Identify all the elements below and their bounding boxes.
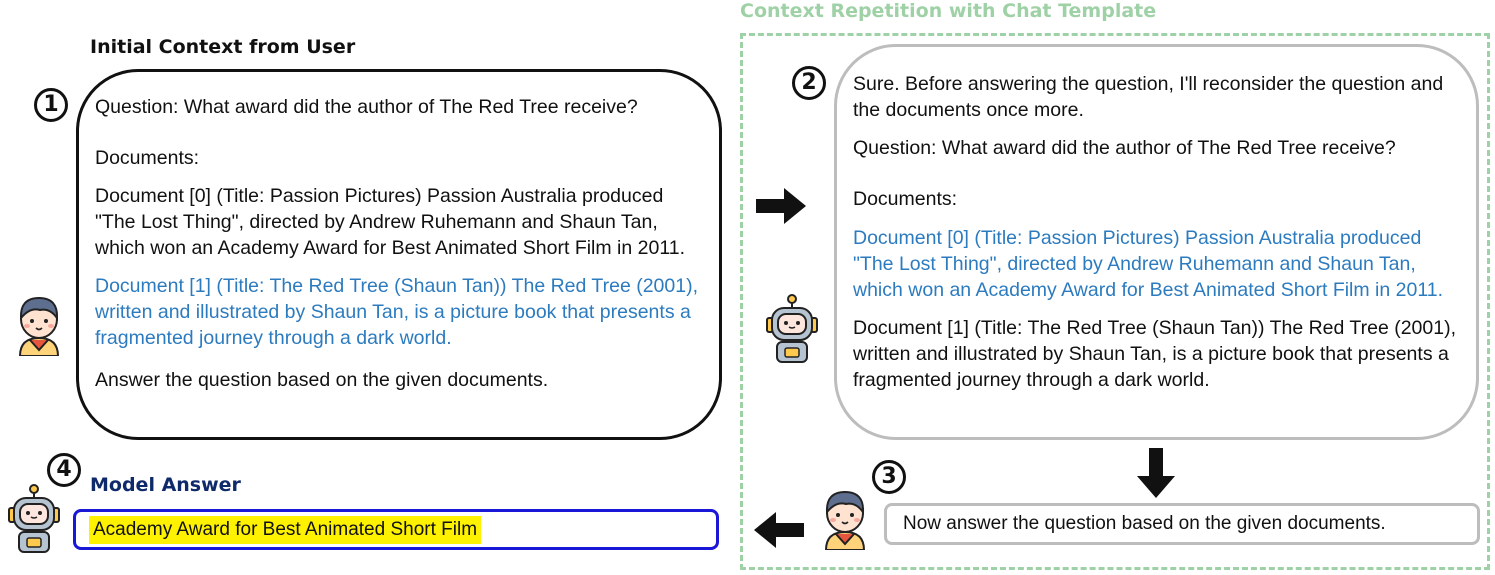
context-repetition-panel (740, 33, 1490, 570)
robot-avatar-icon-2 (6, 484, 62, 559)
arrow-down-icon (1137, 448, 1175, 498)
assistant-text: Sure. Before answering the question, I'l… (853, 71, 1465, 393)
model-answer-text: Academy Award for Best Animated Short Fi… (89, 515, 482, 544)
step-2-badge: 2 (792, 66, 826, 100)
step-3-box: Now answer the question based on the giv… (884, 503, 1480, 545)
user-avatar-icon-2 (820, 486, 870, 555)
right-document-0: Document [0] (Title: Passion Pictures) P… (853, 227, 1443, 301)
step-3-badge: 3 (872, 460, 906, 494)
arrow-right-icon (756, 188, 806, 224)
left-panel-title: Initial Context from User (90, 36, 356, 58)
left-instruction: Answer the question based on the given d… (95, 369, 549, 391)
right-panel-title: Context Repetition with Chat Template (740, 0, 1157, 22)
step-3-text: Now answer the question based on the giv… (903, 513, 1386, 534)
user-context-text: Question: What award did the author of T… (95, 94, 707, 393)
right-documents-label: Documents: (853, 188, 958, 210)
step-1-number: 1 (43, 92, 59, 117)
model-answer-title: Model Answer (90, 474, 241, 496)
step-3-number: 3 (881, 464, 897, 489)
left-question: Question: What award did the author of T… (95, 96, 638, 118)
step-4-badge: 4 (47, 453, 81, 487)
robot-avatar-icon (764, 294, 820, 369)
model-answer-box: Academy Award for Best Animated Short Fi… (73, 509, 719, 550)
assistant-bubble (834, 44, 1479, 440)
right-document-1: Document [1] (Title: The Red Tree (Shaun… (853, 317, 1456, 391)
user-avatar-icon (14, 292, 64, 361)
left-document-1: Document [1] (Title: The Red Tree (Shaun… (95, 275, 698, 349)
step-2-number: 2 (801, 70, 817, 95)
step-1-badge: 1 (34, 88, 68, 122)
left-document-0: Document [0] (Title: Passion Pictures) P… (95, 185, 685, 259)
right-question: Question: What award did the author of T… (853, 137, 1396, 159)
arrow-left-icon (754, 512, 804, 548)
right-intro: Sure. Before answering the question, I'l… (853, 73, 1444, 121)
left-documents-label: Documents: (95, 147, 200, 169)
user-context-bubble (76, 69, 722, 440)
step-4-number: 4 (56, 457, 72, 482)
